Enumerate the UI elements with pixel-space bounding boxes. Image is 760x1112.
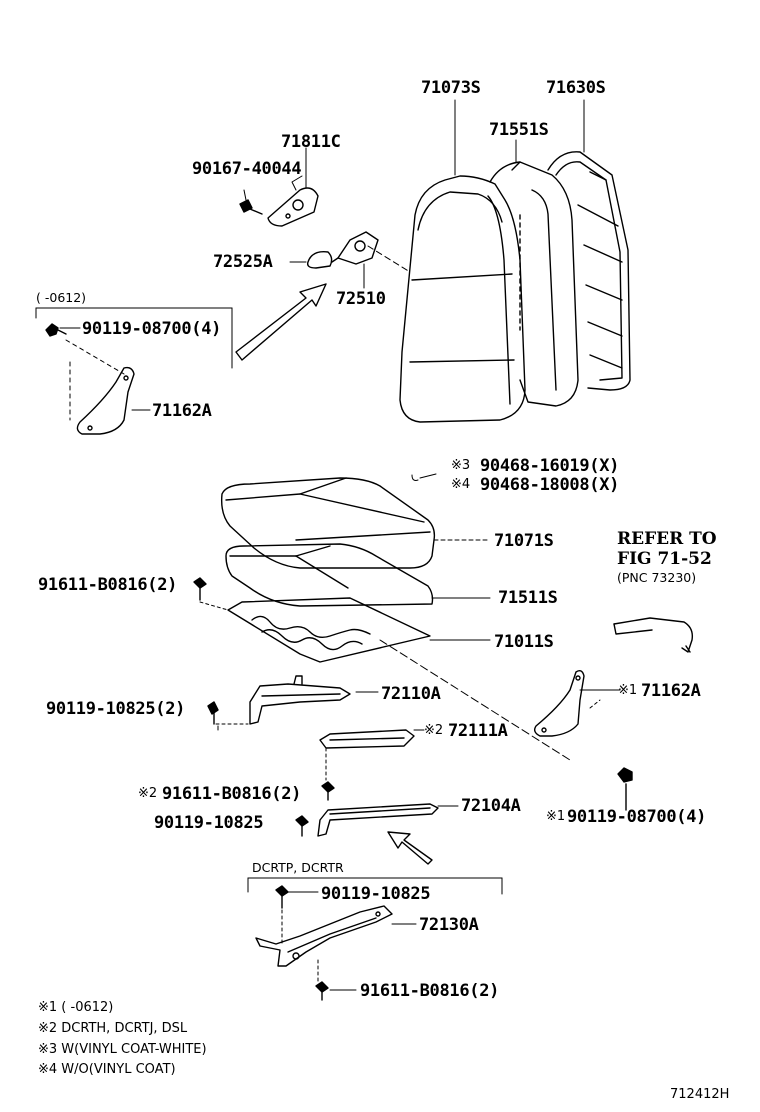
clip-90468 [411,473,437,481]
fig-reference: FIG 71-52 [617,549,712,569]
label-72510: 72510 [336,289,386,309]
bolt-90119-10825-upper [207,701,219,725]
bracket-group-box [35,307,233,369]
seatback-cover-71073S [399,175,526,423]
label-bracket-note: ( -0612) [36,290,87,305]
label-72130A: 72130A [419,915,479,935]
cover-72111A [319,729,415,749]
knob-72525A [289,251,333,269]
adjuster-72130A [255,905,393,967]
footnote-1: ※1 ( -0612) [38,1000,114,1015]
label-90167-40044: 90167-40044 [192,159,302,179]
bolt-90119-08700 [45,323,67,337]
label-90119-10825-middle: 90119-10825 [154,813,264,833]
label-90119-10825-2: 90119-10825(2) [46,699,186,719]
label-72110A: 72110A [381,684,441,704]
pnc-reference: (PNC 73230) [617,570,697,585]
mark-1b: ※1 [546,809,566,824]
rail-72104A [317,803,439,837]
direction-arrow-lower [387,831,433,865]
footnote-2: ※2 DCRTH, DCRTJ, DSL [38,1021,188,1036]
direction-arrow-upper [235,283,327,361]
label-71071S: 71071S [494,531,554,551]
label-71811C: 71811C [281,132,341,152]
bolt-90119-08700-lower [617,767,633,811]
screw-90167 [239,189,263,215]
label-91611-B0816-lower: 91611-B0816(2) [360,981,500,1001]
label-72111A: 72111A [448,721,508,741]
label-72525A: 72525A [213,252,273,272]
variant-group-box [247,877,503,895]
cushion-bracket-71162A [533,669,585,737]
seatback-bracket-71162A [76,366,135,435]
seatback-frame-71630S [547,151,631,391]
label-71162A: 71162A [152,401,212,421]
bolt-91611-middle [321,781,335,801]
label-71551S: 71551S [489,120,549,140]
figure-id: 712412H [670,1087,730,1102]
label-variant: DCRTP, DCRTR [252,860,344,875]
bolt-90119-10825-middle [295,815,309,837]
label-90468-18008: 90468-18008(X) [480,475,620,495]
label-90468-16019: 90468-16019(X) [480,456,620,476]
seatbelt-buckle [613,617,694,653]
footnote-4: ※4 W/O(VINYL COAT) [38,1062,176,1077]
rail-72110A [249,675,351,725]
mark-1a: ※1 [618,683,638,698]
mark-2a: ※2 [424,723,444,738]
cushion-frame-71011S [227,597,431,663]
label-71630S: 71630S [546,78,606,98]
label-91611-B0816-middle: 91611-B0816(2) [162,784,302,804]
label-71162A-right: 71162A [641,681,701,701]
label-72104A: 72104A [461,796,521,816]
recliner-72510 [331,231,379,289]
label-90119-10825-lower: 90119-10825 [321,884,431,904]
label-90119-08700-4: 90119-08700(4) [82,319,222,339]
recliner-cover-71811C [267,175,319,227]
footnote-3: ※3 W(VINYL COAT-WHITE) [38,1042,207,1057]
seatback-pad-71551S [489,161,579,407]
bolt-90119-10825-lower [275,885,289,909]
mark-4: ※4 [451,477,471,492]
label-90119-08700-4-lower: 90119-08700(4) [567,807,707,827]
label-71511S: 71511S [498,588,558,608]
bolt-91611-upper [193,577,207,601]
cushion-cover-71071S [220,477,436,569]
mark-3: ※3 [451,458,471,473]
bolt-91611-lower [315,981,329,1001]
cushion-pad-71511S [225,543,434,607]
label-71011S: 71011S [494,632,554,652]
label-91611-B0816-upper: 91611-B0816(2) [38,575,178,595]
label-71073S: 71073S [421,78,481,98]
refer-to-label: REFER TO [617,529,717,549]
mark-2b: ※2 [138,786,158,801]
